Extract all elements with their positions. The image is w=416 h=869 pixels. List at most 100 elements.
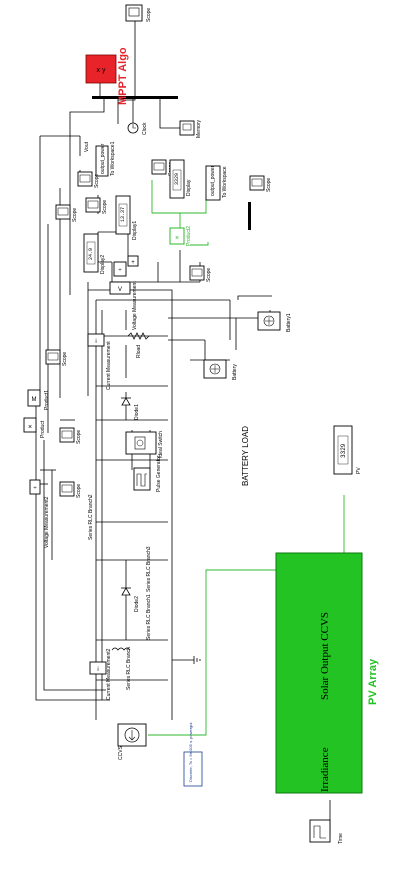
- scope-upper-2[interactable]: Scope: [85, 197, 108, 214]
- pulse-gen-label: Pulse Generator: [156, 455, 162, 492]
- product-block-green[interactable]: × Product2: [169, 226, 192, 246]
- diode-2-label: Diode2: [134, 596, 140, 612]
- series-rlc2-label: Series RLC Branch2: [88, 494, 94, 540]
- pv-display-value: 3329: [340, 443, 347, 458]
- scope-top[interactable]: Scope: [125, 4, 152, 22]
- pv-array-block[interactable]: Solar Output CCVS Irradiance PV Array: [275, 552, 379, 794]
- scope-left-2[interactable]: Scope: [59, 427, 82, 444]
- scope-upper-3-label: Scope: [72, 208, 78, 222]
- battery-load-label: BATTERY LOAD: [241, 426, 250, 486]
- product-small-2[interactable]: +: [127, 255, 139, 267]
- battery-1[interactable]: Battery1: [257, 311, 292, 332]
- divide-small[interactable]: ÷: [29, 479, 41, 495]
- display-3-value: 24.9: [88, 248, 94, 260]
- battery-2[interactable]: Battery: [203, 359, 238, 380]
- pulse-generator[interactable]: Pulse Generator: [133, 455, 162, 492]
- product-small-1[interactable]: ÷: [113, 261, 127, 277]
- svg-text:i: i: [95, 339, 96, 345]
- vout-label-group: Vout: [84, 141, 90, 152]
- scope-right-vm-label: Scope: [206, 268, 212, 282]
- display-3[interactable]: 24.9 Display2: [83, 233, 106, 274]
- to-workspace-label: To Workspace: [222, 166, 228, 198]
- scope-left-1[interactable]: Scope: [45, 349, 68, 366]
- ccvs-label: CCVS: [118, 745, 124, 760]
- current-measurement-1[interactable]: i Current Measurement: [87, 333, 112, 390]
- mux-label: Product1: [44, 390, 50, 410]
- mppt-icon-text: x y: [97, 67, 106, 74]
- svg-text:×: ×: [175, 235, 179, 242]
- vout-label: Vout: [84, 141, 90, 152]
- scope-upper-2-label: Scope: [102, 200, 108, 214]
- rload-label: Rload: [136, 345, 142, 358]
- clock-block[interactable]: Clock: [127, 122, 148, 135]
- current-meas2-label: Current Measurement2: [106, 648, 112, 700]
- display-1-label: Display: [186, 179, 192, 196]
- pv-irradiance-label: Irradiance: [319, 747, 331, 792]
- display-1-value: 3329: [174, 173, 180, 185]
- memory-block[interactable]: Memory: [179, 119, 202, 138]
- green-signal-wires: [148, 180, 345, 736]
- scope-left-2-label: Scope: [76, 430, 82, 444]
- scope-upper-5-label: Scope: [266, 178, 272, 192]
- diode-1-label: Diode1: [134, 404, 140, 420]
- display-3-label: Display2: [100, 255, 106, 274]
- voltage-measurement[interactable]: V Voltage Measurement: [109, 281, 138, 330]
- voltage-meas-label: Voltage Measurement: [132, 281, 138, 330]
- pv-display-label: PV: [356, 467, 362, 474]
- scope-right-vm[interactable]: Scope: [189, 265, 212, 282]
- product-left[interactable]: × Product: [23, 417, 46, 438]
- scope-upper-1-label: Scope: [94, 174, 100, 188]
- display-2-value: 13.37: [120, 207, 126, 222]
- output-power-text: output_power: [210, 165, 216, 196]
- ideal-switch[interactable]: Ideal Switch: [125, 431, 164, 458]
- product-left-label: Product: [40, 420, 46, 438]
- to-workspace-1-label: To Workspace1: [110, 141, 116, 176]
- scope-upper-5[interactable]: Scope: [249, 175, 272, 192]
- scope-left-1-label: Scope: [62, 352, 68, 366]
- memory-label: Memory: [196, 119, 202, 138]
- time-label: Time: [338, 833, 344, 844]
- series-rlc-label: Series RLC Branch: [126, 647, 132, 690]
- svg-text:÷: ÷: [33, 486, 37, 492]
- series-rlc-inductor[interactable]: Series RLC Branch: [111, 647, 132, 690]
- svg-text:V: V: [118, 287, 122, 293]
- time-block[interactable]: Time: [309, 819, 344, 844]
- diode-1[interactable]: Diode1: [121, 397, 140, 420]
- clock-label: Clock: [142, 122, 148, 135]
- scope-left-3-label: Scope: [76, 484, 82, 498]
- diode-2[interactable]: Diode2: [121, 587, 140, 612]
- display-2[interactable]: 13.37 Display1: [115, 195, 138, 240]
- pv-display[interactable]: 3329 PV: [333, 425, 362, 475]
- powergui-label: Discrete, Ts = 5e-005 s. powergui: [188, 722, 193, 782]
- ccvs-block[interactable]: CCVS: [117, 723, 147, 760]
- mux-block[interactable]: M Product1: [27, 389, 50, 410]
- svg-text:M: M: [32, 397, 37, 403]
- scope-left-3[interactable]: Scope: [59, 481, 82, 498]
- voltage-meas2-label: Voltage Measurement2: [44, 496, 50, 548]
- powergui-block[interactable]: Discrete, Ts = 5e-005 s. powergui: [183, 722, 203, 787]
- svg-text:×: ×: [28, 424, 32, 431]
- mppt-algo-block[interactable]: x y MPPT Algo: [85, 47, 129, 105]
- current-meas-label: Current Measurement: [106, 341, 112, 390]
- product2-label: Product2: [186, 226, 192, 246]
- svg-text:+: +: [131, 260, 135, 266]
- pv-array-label: PV Array: [367, 658, 379, 705]
- scope-top-label: Scope: [146, 8, 152, 22]
- scope-upper-1[interactable]: Scope: [77, 171, 100, 188]
- battery-1-label: Battery1: [286, 313, 292, 332]
- scope-upper-3[interactable]: Scope: [55, 204, 78, 222]
- rload-resistor[interactable]: Rload: [127, 332, 150, 358]
- output-power-workspace[interactable]: output_power To Workspace: [205, 165, 228, 201]
- display-2-label: Display1: [132, 221, 138, 240]
- to-workspace-1-value: output_power: [100, 143, 106, 174]
- pv-solar-output-label: Solar Output CCVS: [319, 612, 331, 700]
- battery-2-label: Battery: [232, 364, 238, 380]
- ideal-switch-label: Ideal Switch: [158, 431, 164, 458]
- current-measurement-2[interactable]: i Current Measurement2: [89, 648, 112, 700]
- series-rlc1-label: Series RLC Branch1: [146, 594, 152, 640]
- to-workspace-1[interactable]: output_power To Workspace1: [95, 141, 116, 177]
- svg-text:i: i: [97, 667, 98, 673]
- series-rlc3-label: Series RLC Branch3: [146, 546, 152, 592]
- display-1[interactable]: 3329 Display: [169, 159, 192, 199]
